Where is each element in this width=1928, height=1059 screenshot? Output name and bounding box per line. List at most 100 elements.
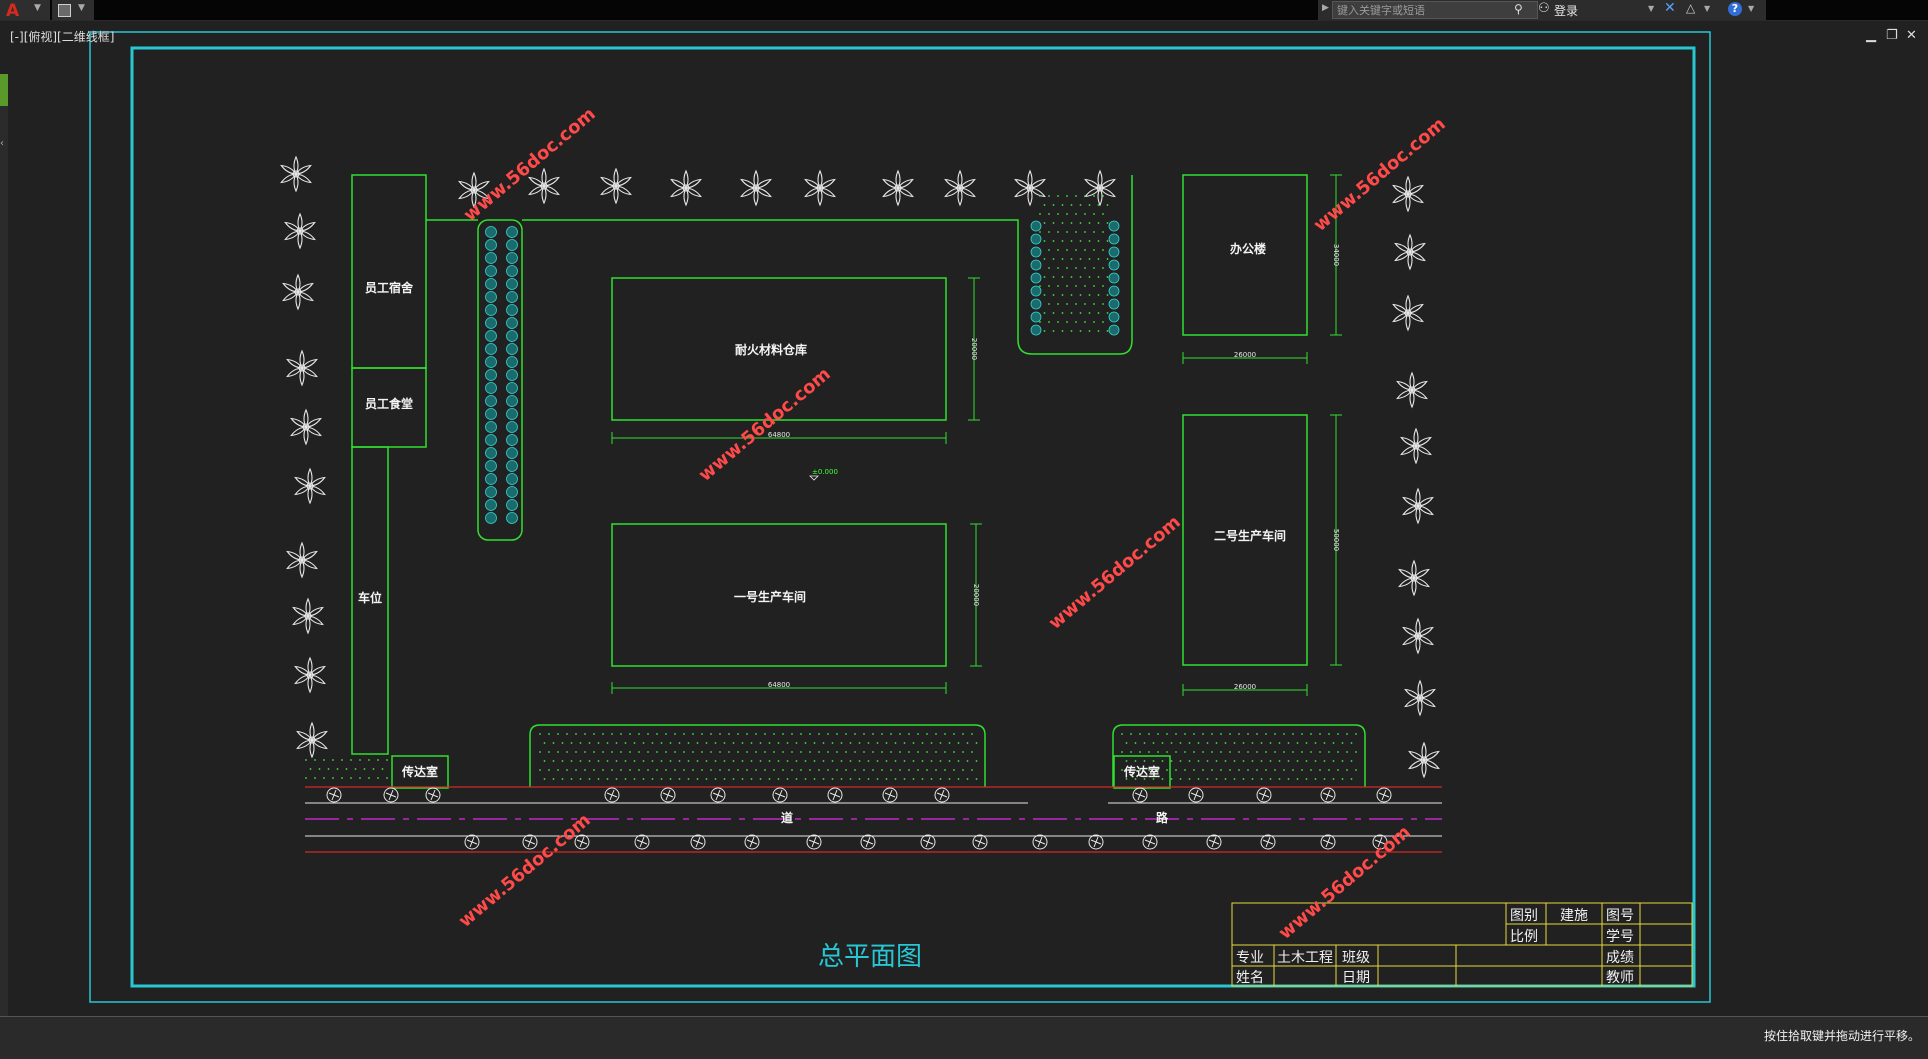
hedge-dot <box>1346 733 1348 735</box>
hedge-dot <box>692 751 694 753</box>
hedge-dot <box>782 769 784 771</box>
help-icon[interactable]: ? <box>1728 2 1742 16</box>
hedge-dot <box>1093 285 1095 287</box>
hedge-dot <box>669 742 672 744</box>
hedge-dot <box>1148 769 1150 771</box>
tree-petal <box>297 282 314 293</box>
user-icon[interactable]: ⚇ <box>1538 1 1550 16</box>
viewport-controls[interactable]: [-][俯视][二维线框] <box>10 30 115 44</box>
hedge-dot <box>836 751 838 753</box>
roadside-tree-mark <box>808 836 820 848</box>
hedge-dot <box>1070 222 1073 224</box>
hedge-dot <box>570 742 573 744</box>
hedge-dot <box>566 751 568 753</box>
hedge-dot <box>1106 294 1109 296</box>
hedge-dot <box>921 778 924 780</box>
tree-petal <box>292 615 309 626</box>
hedge-dot <box>642 742 645 744</box>
hedge-dot <box>795 760 798 762</box>
hedge-dot <box>593 733 595 735</box>
roadside-tree <box>882 787 898 803</box>
binoculars-icon[interactable]: ⚲ <box>1514 2 1523 16</box>
minimize-icon[interactable]: ▁ <box>1866 28 1876 43</box>
tree-petal <box>1014 178 1031 189</box>
roadside-tree <box>934 787 950 803</box>
hedge-dot <box>1206 760 1209 762</box>
autodesk-360-icon[interactable]: △ <box>1686 1 1696 15</box>
dropdown-arrow-icon[interactable]: ▼ <box>1748 4 1755 13</box>
hedge-dot <box>1274 769 1276 771</box>
hedge-dot <box>341 777 343 779</box>
hedge-dot <box>1106 222 1109 224</box>
search-input[interactable] <box>1332 1 1538 19</box>
roadside-tree <box>604 787 620 803</box>
dropdown-arrow-icon[interactable]: ▼ <box>78 3 85 13</box>
hedge-dot <box>1088 276 1091 278</box>
hedge-dot <box>867 760 870 762</box>
hedge-dot <box>746 769 748 771</box>
hedge-dot <box>1256 733 1258 735</box>
hedge-dot <box>705 742 708 744</box>
hedge-dot <box>971 751 973 753</box>
hedge-dot <box>827 733 829 735</box>
shrub-symbol <box>1030 220 1042 232</box>
hedge-dot <box>314 759 316 761</box>
roadside-tree-outline <box>604 787 620 803</box>
restore-icon[interactable]: ❐ <box>1886 28 1898 43</box>
tree-petal <box>600 185 617 196</box>
tree-petal <box>286 358 303 369</box>
hedge-dot <box>1066 249 1068 251</box>
hedge-dot <box>723 778 726 780</box>
hedge-dot <box>602 769 604 771</box>
hedge-dot <box>939 742 942 744</box>
hedge-dot <box>552 760 555 762</box>
application-menu-button[interactable]: A ▼ <box>0 0 50 21</box>
hedge-dot <box>1084 267 1086 269</box>
dimension-lines <box>611 174 1342 696</box>
dropdown-arrow-icon[interactable]: ▼ <box>1648 4 1655 13</box>
hedge-dot <box>318 768 321 770</box>
hedge-dot <box>1125 742 1128 744</box>
chevron-left-icon[interactable]: ‹ <box>0 138 4 149</box>
hedge-dot <box>1314 778 1317 780</box>
trees-layer <box>280 155 1440 779</box>
roadside-tree <box>660 787 676 803</box>
hedge-dot <box>795 778 798 780</box>
dropdown-arrow-icon[interactable]: ▼ <box>1704 4 1711 13</box>
hedge-dot <box>579 742 582 744</box>
hedge-dot <box>863 751 865 753</box>
hedge-dot <box>1341 778 1344 780</box>
hedge-dot <box>755 733 757 735</box>
tree-symbol <box>294 467 326 505</box>
hedge-dot <box>728 733 730 735</box>
expand-arrow-icon[interactable]: ▶ <box>1322 3 1329 13</box>
tree-petal <box>1398 568 1415 579</box>
login-button[interactable]: 登录 <box>1554 4 1579 18</box>
hedge-dot <box>381 768 384 770</box>
tree-center <box>1404 309 1412 317</box>
hedge-dot <box>1179 760 1182 762</box>
hedge-dot <box>1260 742 1263 744</box>
hedge-dot <box>1184 733 1186 735</box>
tree-symbol <box>290 408 322 446</box>
close-icon[interactable]: ✕ <box>1906 28 1917 43</box>
hedge-dot <box>1206 778 1209 780</box>
hedge-dot <box>1106 240 1109 242</box>
hedge-dot <box>876 778 879 780</box>
tree-petal <box>755 178 772 189</box>
hedge-dot <box>1084 249 1086 251</box>
quick-access-toolbar[interactable]: ▼ <box>52 0 94 20</box>
hedge-dot <box>1323 778 1326 780</box>
hedge-dot <box>858 760 861 762</box>
tree-petal <box>740 187 757 198</box>
shrub-symbol <box>506 304 518 316</box>
drawing-canvas[interactable]: 员工宿舍 员工食堂 车位 传达室 耐火材料仓库 一号生产车间 二号生产车间 办公… <box>0 0 1928 1016</box>
hedge-dot <box>1066 321 1068 323</box>
hedge-dot <box>1066 285 1068 287</box>
tree-petal <box>295 164 312 175</box>
hedge-dot <box>1075 267 1077 269</box>
hedge-dot <box>1093 231 1095 233</box>
exchange-icon[interactable]: ✕ <box>1664 0 1676 16</box>
hedge-dot <box>1093 321 1095 323</box>
save-icon[interactable] <box>58 4 71 17</box>
